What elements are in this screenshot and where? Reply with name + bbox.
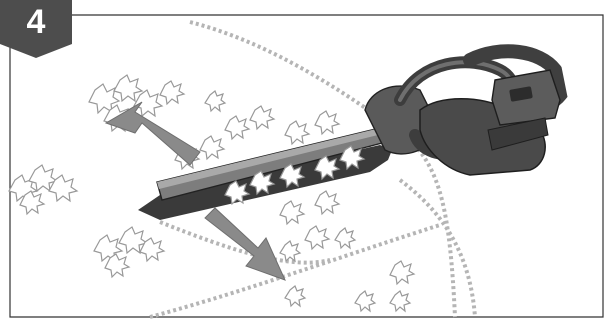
cordless-hedge-trimmer-icon xyxy=(138,51,560,220)
step-number: 4 xyxy=(0,0,72,44)
